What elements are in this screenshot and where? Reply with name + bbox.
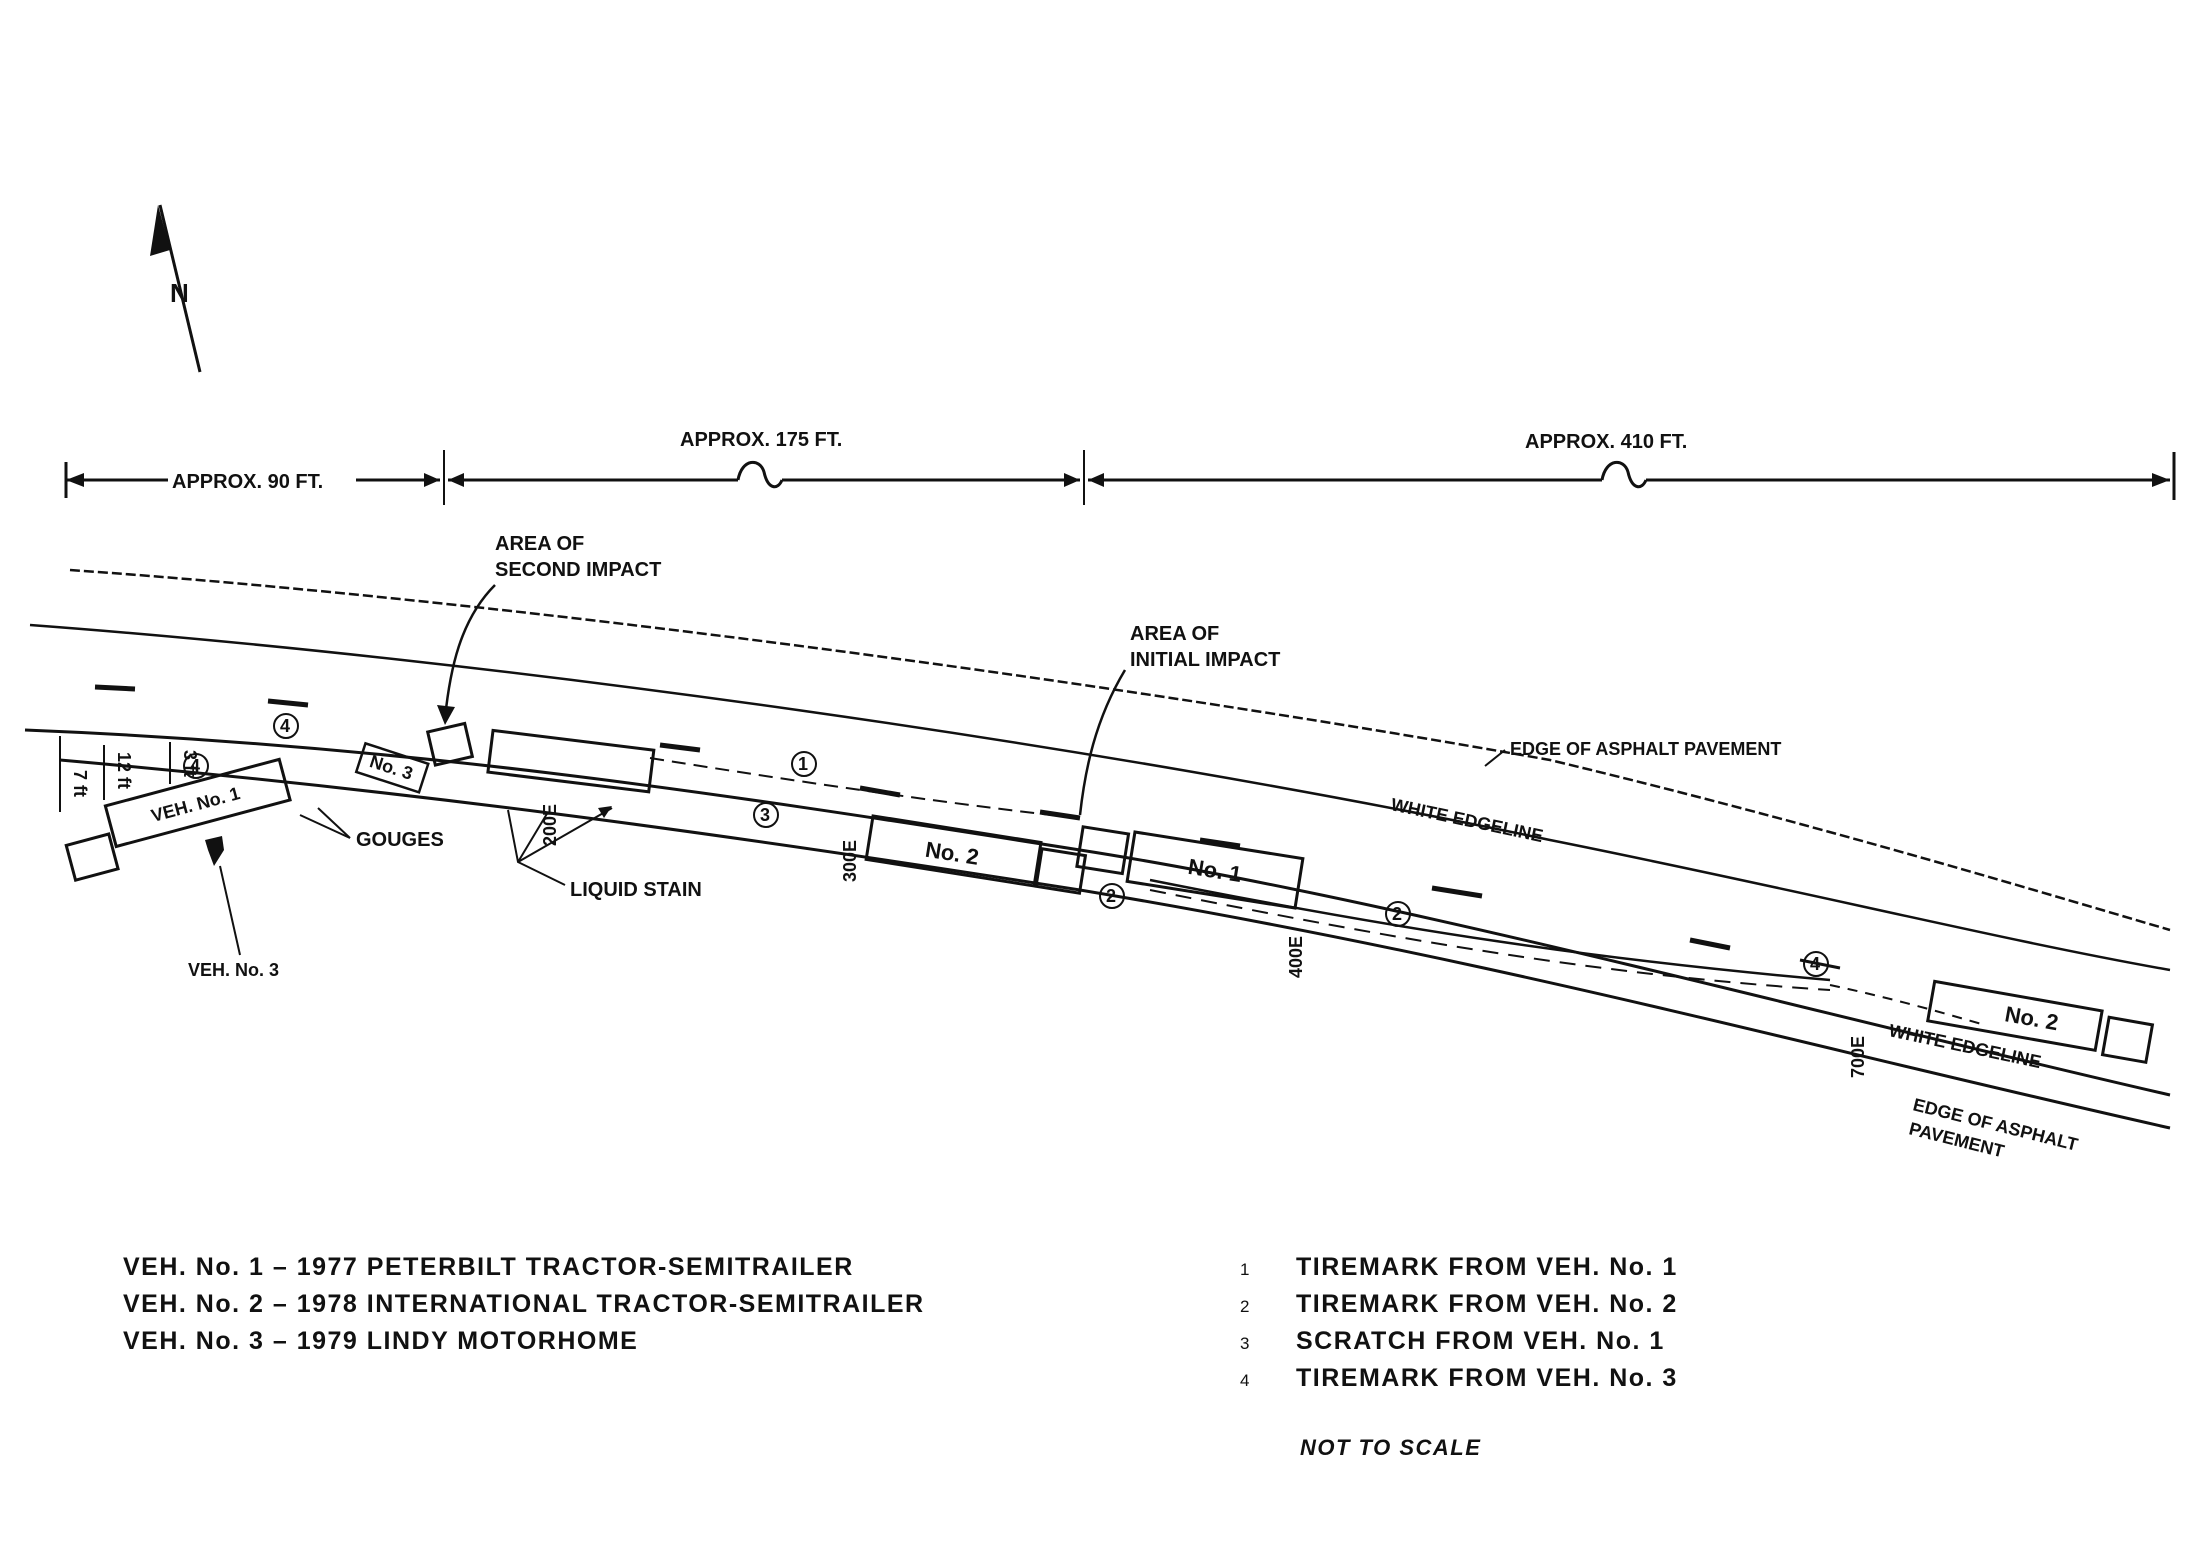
vehicle-no3-marker (205, 836, 224, 866)
mark-4a: 4 (273, 713, 299, 739)
legend-vehicle-1: VEH. No. 1 – 1977 PETERBILT TRACTOR-SEMI… (123, 1253, 854, 1281)
dim-seg1-label: APPROX. 90 FT. (172, 471, 323, 493)
second-impact-line1: AREA OF (495, 533, 584, 555)
station-400: 400E (1286, 936, 1306, 978)
mark-1: 1 (791, 751, 817, 777)
offset-7: 7 ft (70, 770, 90, 797)
mark-4b: 4 (183, 753, 209, 779)
mark-2a: 2 (1099, 883, 1125, 909)
svg-text:2: 2 (1106, 886, 1116, 906)
vehicle-no2-mid-label: No. 2 (924, 837, 981, 870)
vehicle-no1-final: VEH. No. 1 (64, 757, 292, 883)
dim-seg2-label: APPROX. 175 FT. (680, 429, 842, 451)
edge-asphalt-top-label: EDGE OF ASPHALT PAVEMENT (1510, 739, 1781, 759)
svg-text:2: 2 (1392, 904, 1402, 924)
vehicle-no2-end-label: No. 2 (2003, 1001, 2060, 1035)
vehicle-no1-trailer-second (425, 721, 656, 794)
mark-4c: 4 (1803, 951, 1829, 977)
not-to-scale-note: NOT TO SCALE (1300, 1435, 1482, 1460)
offset-dims: 7 ft 12 ft 3 ft (59, 736, 200, 812)
vehicle-legend: VEH. No. 1 – 1977 PETERBILT TRACTOR-SEMI… (123, 1249, 925, 1360)
stations: 200E 300E 400E 700E (540, 804, 1868, 1078)
tiremarks (649, 757, 1986, 1026)
mark-3: 3 (753, 802, 779, 828)
dimension-line: APPROX. 90 FT. APPROX. 175 FT. APPROX. 4… (64, 429, 2176, 505)
svg-text:4: 4 (190, 756, 200, 776)
vehicle-no3-small: No. 3 (354, 741, 430, 794)
vehicle-no1-label: No. 1 (1186, 854, 1243, 887)
initial-impact-line2: INITIAL IMPACT (1130, 649, 1280, 671)
vehicle-no2-initial: No. 2 (864, 814, 1088, 895)
liquid-stain-label: LIQUID STAIN (570, 879, 702, 901)
svg-text:1: 1 (798, 754, 808, 774)
station-700: 700E (1848, 1036, 1868, 1078)
offset-12: 12 ft (114, 752, 134, 789)
station-200: 200E (540, 804, 560, 846)
north-label: N (170, 278, 189, 308)
vehicle-no1-initial: No. 1 (1075, 825, 1305, 910)
station-300: 300E (840, 840, 860, 882)
gouges-label: GOUGES (356, 829, 444, 851)
dim-seg3-label: APPROX. 410 FT. (1525, 431, 1687, 453)
svg-text:4: 4 (280, 716, 290, 736)
initial-impact-line1: AREA OF (1130, 623, 1219, 645)
mark-2b: 2 (1385, 901, 1411, 927)
legend-vehicle-2: VEH. No. 2 – 1978 INTERNATIONAL TRACTOR-… (123, 1290, 925, 1318)
second-impact-line2: SECOND IMPACT (495, 559, 661, 581)
legend-vehicle-3: VEH. No. 3 – 1979 LINDY MOTORHOME (123, 1327, 639, 1355)
north-arrow: N (150, 204, 202, 373)
veh-no3-callout: VEH. No. 3 (188, 960, 279, 980)
svg-text:4: 4 (1810, 954, 1820, 974)
mark-numbers: 1 3 2 2 4 4 4 (183, 713, 1829, 977)
white-edgeline-top-label: WHITE EDGELINE (1389, 794, 1545, 846)
svg-text:3: 3 (760, 805, 770, 825)
